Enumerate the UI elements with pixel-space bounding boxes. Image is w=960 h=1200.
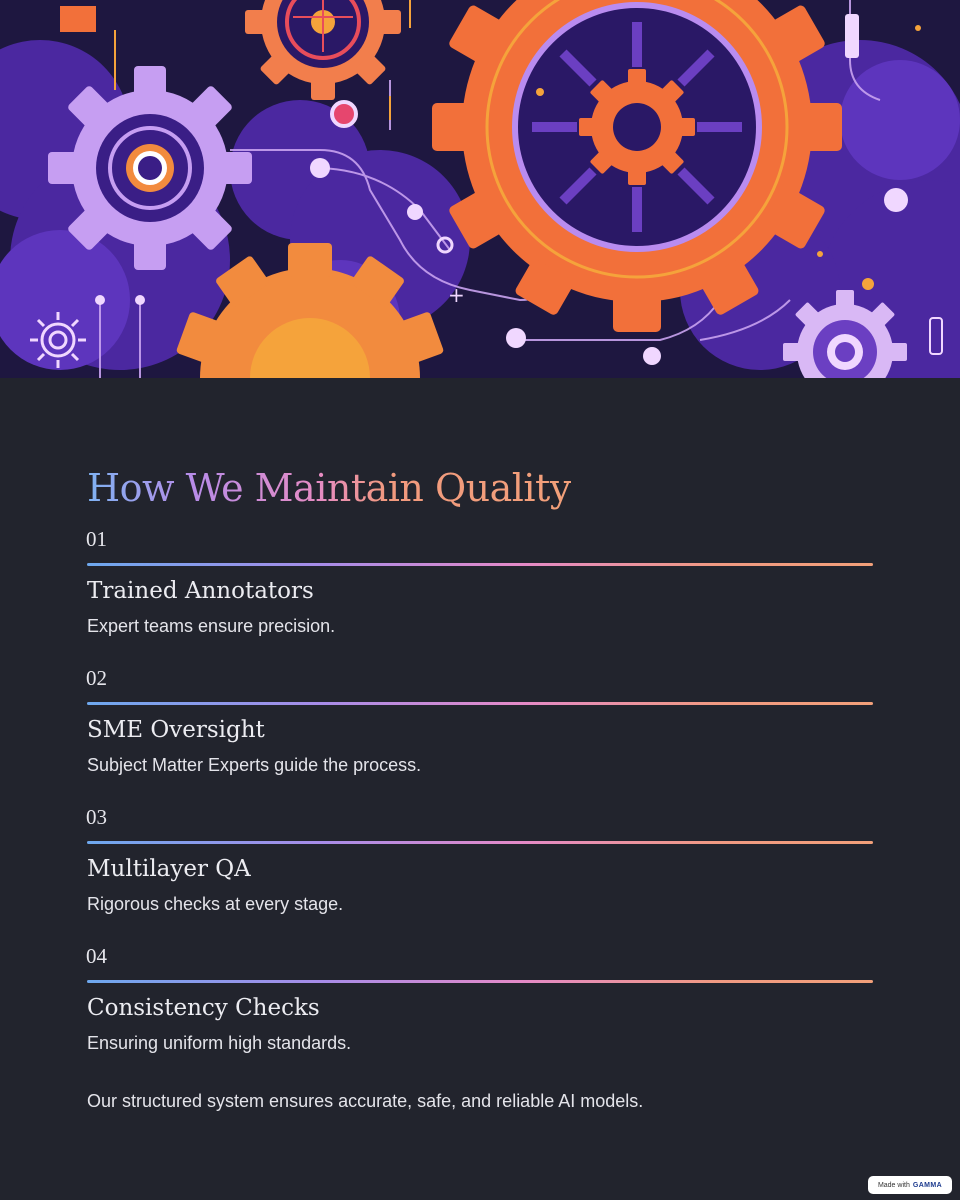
- step-number: 01: [86, 527, 107, 551]
- gradient-divider: [87, 702, 873, 705]
- gradient-divider: [87, 563, 873, 566]
- hero-gears-illustration: +: [0, 0, 960, 378]
- step-item-2: 02 SME Oversight Subject Matter Experts …: [86, 665, 873, 804]
- step-description: Ensuring uniform high standards.: [87, 1033, 352, 1053]
- step-number: 03: [86, 805, 107, 829]
- main-content: How We Maintain Quality 01 Trained Annot…: [86, 462, 873, 1082]
- step-number: 04: [86, 944, 107, 968]
- step-description: Expert teams ensure precision.: [87, 616, 336, 636]
- steps-list: 01 Trained Annotators Expert teams ensur…: [86, 526, 873, 1082]
- made-with-gamma-badge[interactable]: Made with GAMMA: [868, 1176, 952, 1194]
- step-title: SME Oversight: [87, 717, 265, 743]
- step-title: Multilayer QA: [87, 856, 251, 882]
- step-description: Subject Matter Experts guide the process…: [87, 755, 422, 775]
- summary-text: Our structured system ensures accurate, …: [87, 1091, 644, 1111]
- step-description: Rigorous checks at every stage.: [87, 894, 344, 914]
- gradient-divider: [87, 841, 873, 844]
- step-title: Trained Annotators: [87, 578, 314, 604]
- step-item-3: 03 Multilayer QA Rigorous checks at ever…: [86, 804, 873, 943]
- step-number: 02: [86, 666, 107, 690]
- gears-illustration: +: [0, 0, 960, 378]
- svg-text:+: +: [448, 283, 465, 307]
- badge-prefix: Made with: [877, 1181, 910, 1189]
- gradient-divider: [87, 980, 873, 983]
- step-title: Consistency Checks: [87, 995, 320, 1021]
- page-title: How We Maintain Quality: [87, 462, 571, 514]
- step-item-4: 04 Consistency Checks Ensuring uniform h…: [86, 943, 873, 1082]
- step-item-1: 01 Trained Annotators Expert teams ensur…: [86, 526, 873, 665]
- gamma-logo: GAMMA: [912, 1181, 943, 1189]
